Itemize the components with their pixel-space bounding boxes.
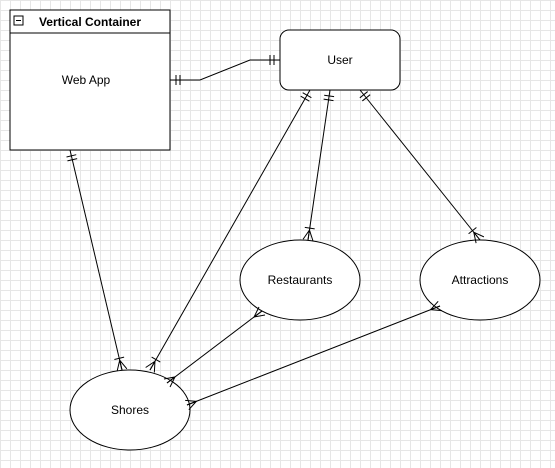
one-marker — [151, 356, 161, 363]
one-mandatory-marker — [67, 158, 78, 162]
one-mandatory-marker — [323, 98, 334, 102]
edge-web-app-to-user[interactable] — [170, 55, 280, 85]
one-marker — [114, 356, 125, 360]
many-marker — [116, 359, 128, 372]
node-shores[interactable]: Shores — [69, 369, 191, 451]
container-content-label: Web App — [62, 73, 111, 87]
edge-restaurants-to-shores[interactable] — [163, 306, 266, 388]
one-marker — [468, 227, 477, 235]
many-marker — [473, 231, 485, 244]
edge-line — [166, 310, 263, 384]
one-mandatory-marker — [324, 94, 335, 98]
attractions-label: Attractions — [452, 273, 509, 287]
restaurants-ellipse — [239, 239, 361, 321]
one-marker — [304, 226, 315, 230]
one-mandatory-marker — [302, 92, 312, 99]
one-mandatory-marker — [300, 95, 310, 102]
node-user[interactable]: User — [279, 29, 401, 91]
shores-ellipse — [69, 369, 191, 451]
container-title: Vertical Container — [39, 15, 141, 29]
edge-line — [186, 305, 441, 406]
node-attractions[interactable]: Attractions — [419, 239, 541, 321]
one-mandatory-marker — [359, 91, 368, 99]
node-restaurants[interactable]: Restaurants — [239, 239, 361, 321]
many-marker — [253, 306, 266, 318]
edge-user-to-attractions[interactable] — [359, 89, 485, 244]
edge-line — [170, 59, 280, 81]
edge-user-to-restaurants[interactable] — [302, 89, 335, 241]
one-mandatory-marker — [362, 94, 371, 102]
edge-line — [359, 89, 481, 241]
user-label: User — [327, 53, 352, 67]
edge-attractions-to-shores[interactable] — [185, 301, 442, 410]
edges-layer — [66, 55, 485, 410]
edge-user-to-shores[interactable] — [145, 89, 312, 373]
many-marker — [302, 228, 314, 241]
edge-web-app-to-shores[interactable] — [66, 149, 128, 372]
edge-line — [69, 149, 123, 371]
many-marker — [429, 301, 442, 312]
container-web-app[interactable]: Vertical Container Web App — [9, 9, 171, 151]
many-marker — [185, 399, 198, 410]
many-marker — [145, 360, 156, 373]
edge-line — [307, 89, 331, 241]
edge-line — [149, 89, 311, 371]
many-marker — [163, 376, 176, 388]
one-mandatory-marker — [66, 154, 77, 158]
shores-label: Shores — [111, 403, 149, 417]
restaurants-label: Restaurants — [268, 273, 333, 287]
minus-square-icon[interactable] — [13, 15, 24, 26]
